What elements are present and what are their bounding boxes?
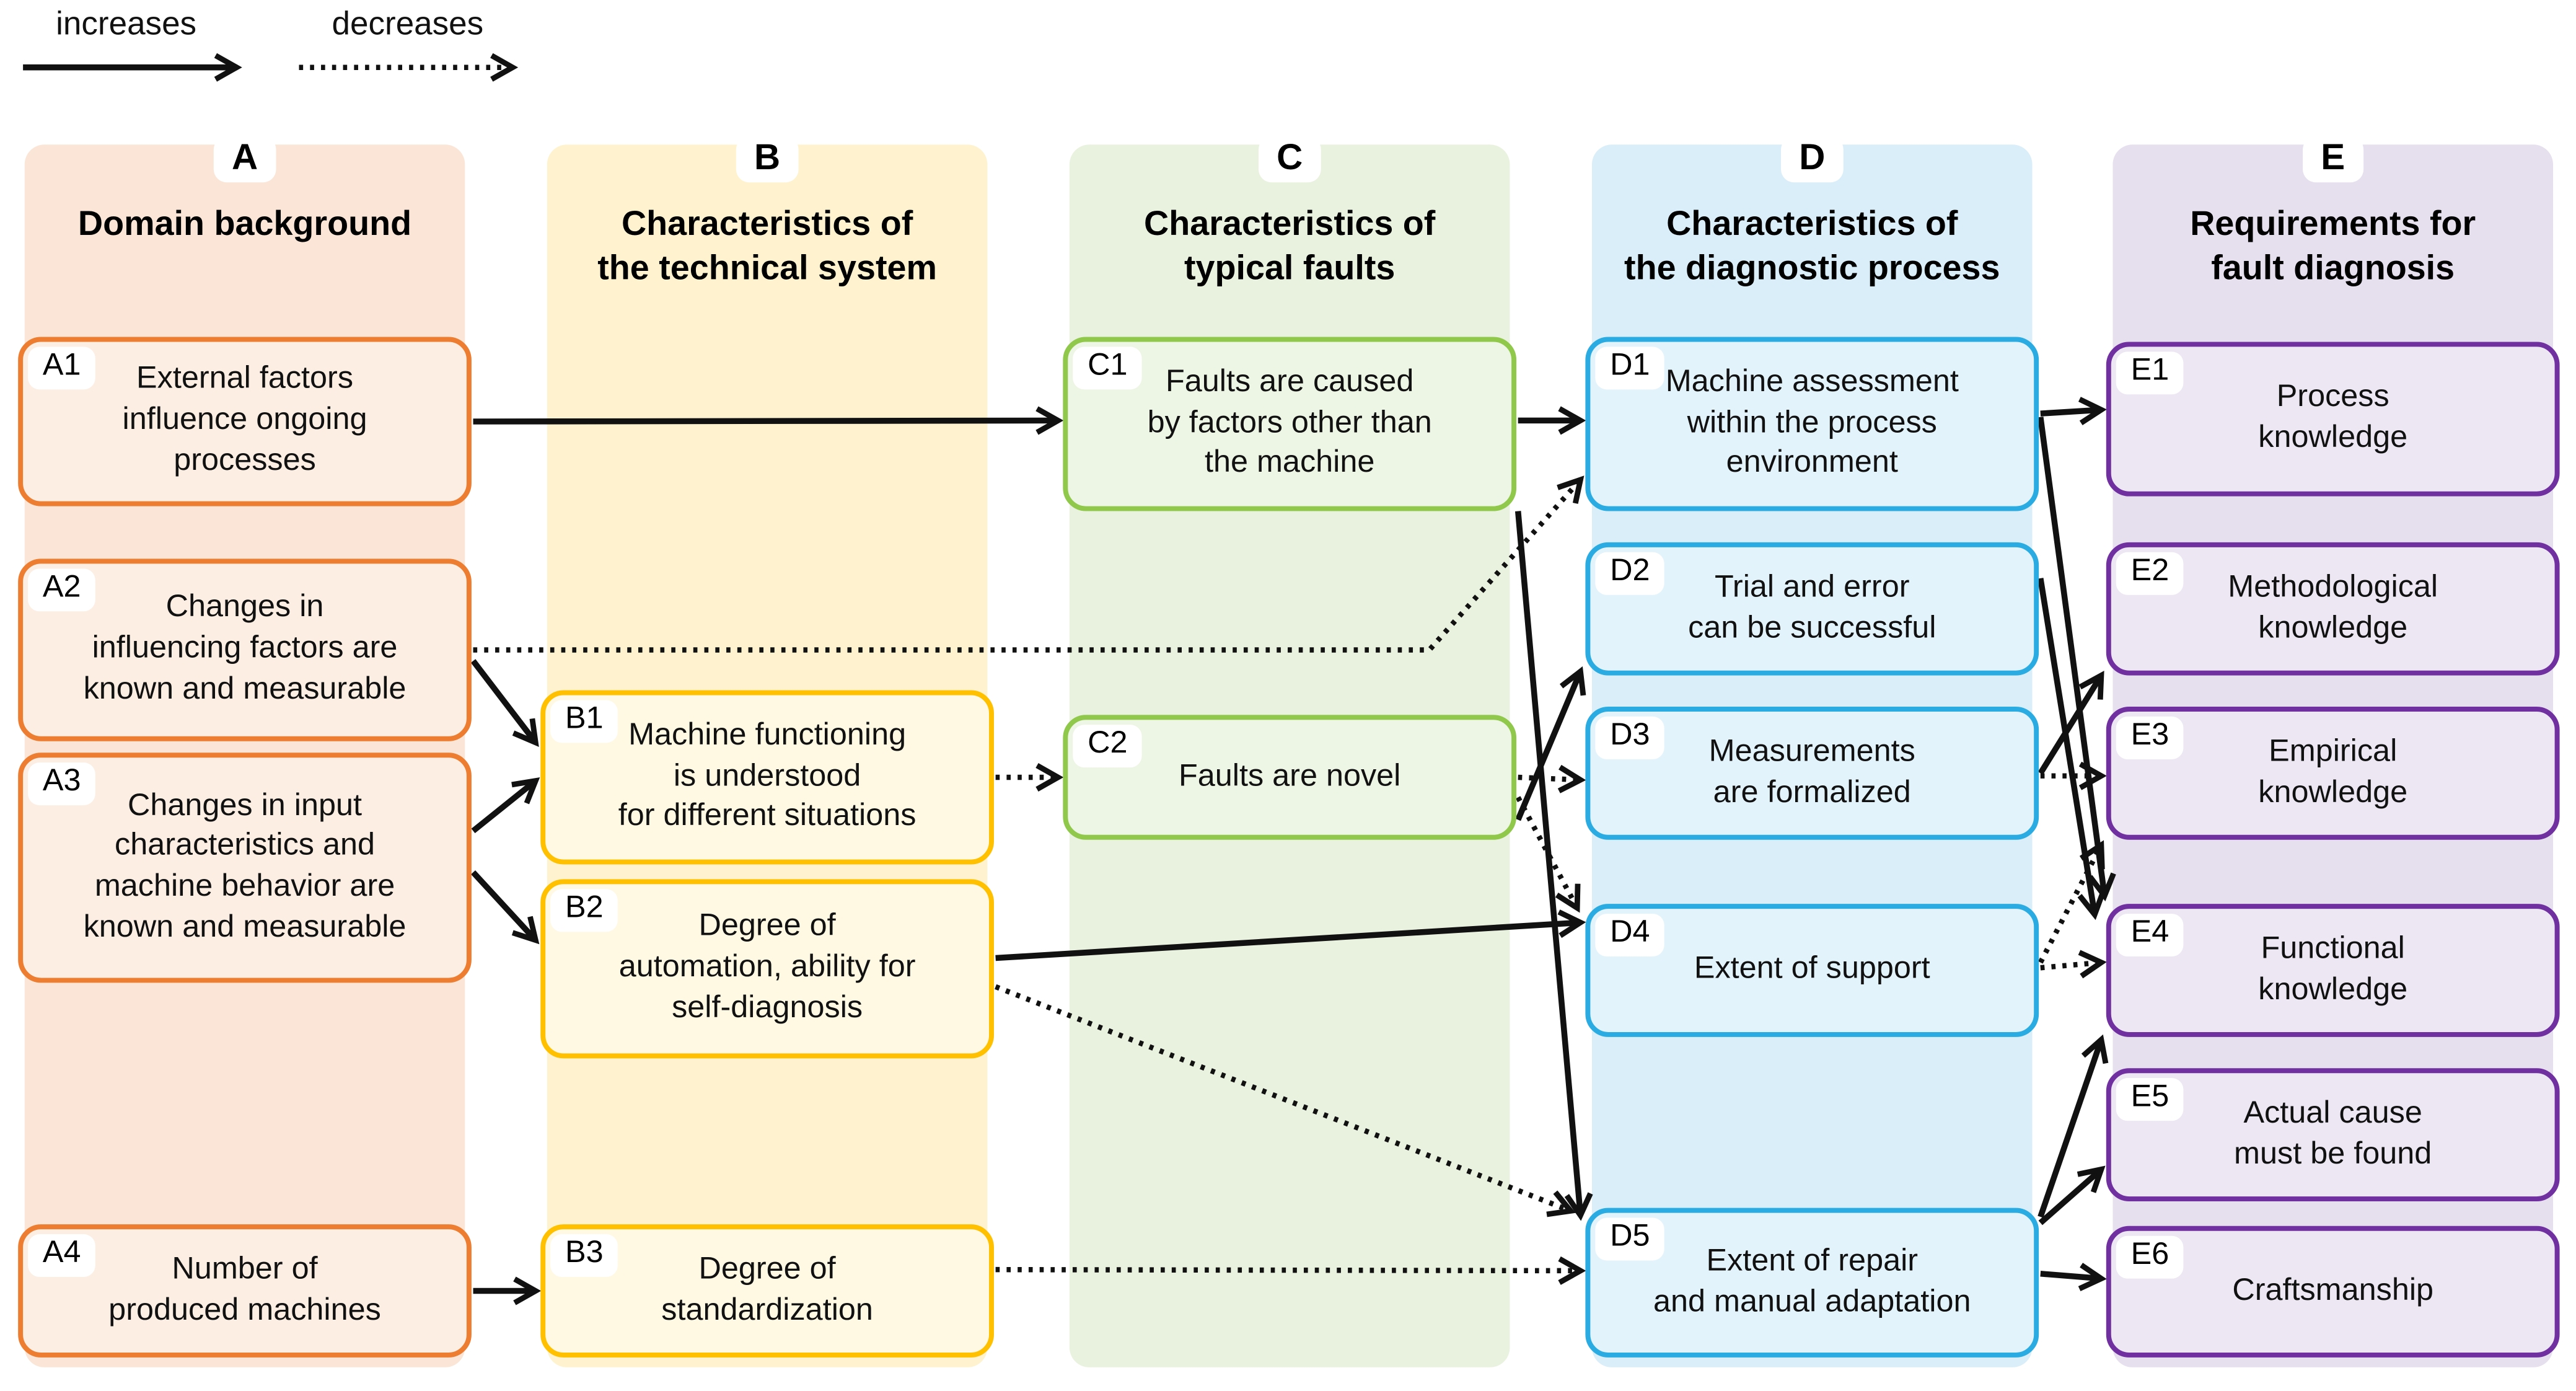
increases-arrow-icon bbox=[23, 53, 242, 82]
column-C-title: Characteristics of typical faults bbox=[1144, 205, 1436, 288]
edge-A3-B1 bbox=[471, 777, 540, 834]
box-E6: E6 Craftsmanship bbox=[2106, 1225, 2560, 1358]
edge-D5-E6 bbox=[2040, 1263, 2107, 1292]
box-C2-label: Faults are novel bbox=[1178, 758, 1401, 793]
edge-D4-E3 bbox=[2038, 840, 2105, 964]
box-E3: E3 Empirical knowledge bbox=[2106, 707, 2560, 840]
box-D2: D2 Trial and error can be successful bbox=[1585, 542, 2039, 676]
box-E5: E5 Actual cause must be found bbox=[2106, 1068, 2560, 1202]
edge-D1-E4 bbox=[2038, 417, 2116, 902]
box-E4-label: Functional knowledge bbox=[2258, 931, 2408, 1007]
edge-C2-D4 bbox=[1515, 796, 1581, 913]
column-D-band: D Characteristics of the diagnostic proc… bbox=[1585, 136, 2039, 1367]
column-B-title: Characteristics of the technical system bbox=[597, 205, 937, 288]
box-A1-chip: A1 bbox=[28, 347, 96, 390]
box-E2: E2 Methodological knowledge bbox=[2106, 542, 2560, 676]
edge-D5-E5 bbox=[2038, 1165, 2106, 1225]
box-B2: B2 Degree of automation, ability for sel… bbox=[540, 879, 994, 1059]
box-E5-label: Actual cause must be found bbox=[2234, 1095, 2432, 1171]
box-C1-label: Faults are caused by factors other than … bbox=[1147, 364, 1432, 481]
edge-C2-D2 bbox=[1515, 666, 1586, 821]
box-D3-chip: D3 bbox=[1595, 716, 1665, 759]
box-D1-chip: D1 bbox=[1595, 347, 1665, 390]
box-D3-label: Measurements are formalized bbox=[1708, 734, 1915, 810]
box-A1: A1 External factors influence ongoing pr… bbox=[18, 337, 472, 506]
box-E3-chip: E3 bbox=[2116, 716, 2184, 759]
box-B2-label: Degree of automation, ability for self-d… bbox=[618, 909, 916, 1025]
box-D1: D1 Machine assessment within the process… bbox=[1585, 337, 2039, 511]
box-E1: E1 Process knowledge bbox=[2106, 342, 2560, 497]
edge-C1-D5 bbox=[1514, 511, 1593, 1221]
box-D4: D4 Extent of support bbox=[1585, 904, 2039, 1037]
column-B-letter: B bbox=[736, 136, 799, 183]
box-E4: E4 Functional knowledge bbox=[2106, 904, 2560, 1037]
box-B3-label: Degree of standardization bbox=[661, 1252, 873, 1327]
box-B1: B1 Machine functioning is understood for… bbox=[540, 690, 994, 865]
box-E1-label: Process knowledge bbox=[2258, 380, 2408, 456]
decreases-arrow-icon bbox=[299, 53, 519, 82]
box-E2-label: Methodological knowledge bbox=[2228, 570, 2438, 645]
box-A2-chip: A2 bbox=[28, 568, 96, 612]
edge-D2-E4 bbox=[2038, 578, 2106, 921]
box-D3: D3 Measurements are formalized bbox=[1585, 707, 2039, 840]
box-C2: C2 Faults are novel bbox=[1063, 715, 1517, 840]
box-A2: A2 Changes in influencing factors are kn… bbox=[18, 559, 472, 741]
column-C-band: C Characteristics of typical faults C1 F… bbox=[1063, 136, 1517, 1367]
box-D5-chip: D5 bbox=[1595, 1217, 1665, 1261]
box-A2-label: Changes in influencing factors are known… bbox=[83, 591, 407, 707]
box-E6-chip: E6 bbox=[2116, 1235, 2184, 1279]
box-A3-label: Changes in input characteristics and mac… bbox=[83, 788, 407, 945]
column-D-title: Characteristics of the diagnostic proces… bbox=[1624, 205, 2000, 288]
box-E6-label: Craftsmanship bbox=[2232, 1273, 2434, 1308]
box-D4-label: Extent of support bbox=[1694, 952, 1930, 987]
box-B2-chip: B2 bbox=[550, 889, 618, 932]
legend-increases-label: increases bbox=[56, 6, 197, 43]
column-E-band: E Requirements for fault diagnosis E1 Pr… bbox=[2106, 136, 2560, 1367]
legend-decreases: decreases bbox=[296, 7, 542, 84]
box-C1: C1 Faults are caused by factors other th… bbox=[1063, 337, 1517, 511]
box-E4-chip: E4 bbox=[2116, 914, 2184, 956]
edge-A2-B1 bbox=[470, 659, 539, 747]
column-D-letter: D bbox=[1781, 136, 1844, 183]
edge-D5-E4 bbox=[2038, 1034, 2109, 1218]
column-A-band: A Domain background A1 External factors … bbox=[18, 136, 472, 1367]
legend-decreases-label: decreases bbox=[332, 6, 484, 43]
edge-D4-E4 bbox=[2040, 950, 2107, 979]
box-B1-chip: B1 bbox=[550, 700, 618, 743]
box-E1-chip: E1 bbox=[2116, 351, 2184, 395]
box-A3-chip: A3 bbox=[28, 762, 96, 806]
column-E-title: Requirements for fault diagnosis bbox=[2190, 205, 2476, 288]
box-A4-chip: A4 bbox=[28, 1234, 96, 1277]
box-E2-chip: E2 bbox=[2116, 552, 2184, 595]
edge-D3-E2 bbox=[2038, 671, 2104, 775]
box-C1-chip: C1 bbox=[1073, 347, 1143, 390]
box-E5-chip: E5 bbox=[2116, 1078, 2184, 1121]
box-D4-chip: D4 bbox=[1595, 914, 1665, 956]
box-A4: A4 Number of produced machines bbox=[18, 1224, 472, 1358]
box-A1-label: External factors influence ongoing proce… bbox=[122, 362, 367, 479]
box-B1-label: Machine functioning is understood for di… bbox=[618, 718, 917, 834]
column-C-letter: C bbox=[1258, 136, 1321, 183]
edge-D1-E1 bbox=[2040, 397, 2107, 426]
box-C2-chip: C2 bbox=[1073, 725, 1143, 768]
column-A-letter: A bbox=[213, 136, 276, 183]
box-A3: A3 Changes in input characteristics and … bbox=[18, 753, 472, 983]
edge-A3-B2 bbox=[471, 870, 540, 945]
box-D5: D5 Extent of repair and manual adaptatio… bbox=[1585, 1208, 2039, 1358]
box-D5-label: Extent of repair and manual adaptation bbox=[1653, 1243, 1971, 1319]
box-D2-label: Trial and error can be successful bbox=[1688, 570, 1936, 645]
legend-increases: increases bbox=[20, 7, 266, 84]
column-A-title: Domain background bbox=[77, 205, 412, 244]
box-B3: B3 Degree of standardization bbox=[540, 1224, 994, 1358]
box-D1-label: Machine assessment within the process en… bbox=[1665, 364, 1959, 481]
box-B3-chip: B3 bbox=[550, 1234, 618, 1277]
box-E3-label: Empirical knowledge bbox=[2258, 734, 2408, 810]
box-A4-label: Number of produced machines bbox=[108, 1252, 381, 1327]
box-D2-chip: D2 bbox=[1595, 552, 1665, 595]
column-B-band: B Characteristics of the technical syste… bbox=[540, 136, 994, 1367]
edge-C2-D3 bbox=[1518, 764, 1586, 793]
column-E-letter: E bbox=[2303, 136, 2363, 183]
